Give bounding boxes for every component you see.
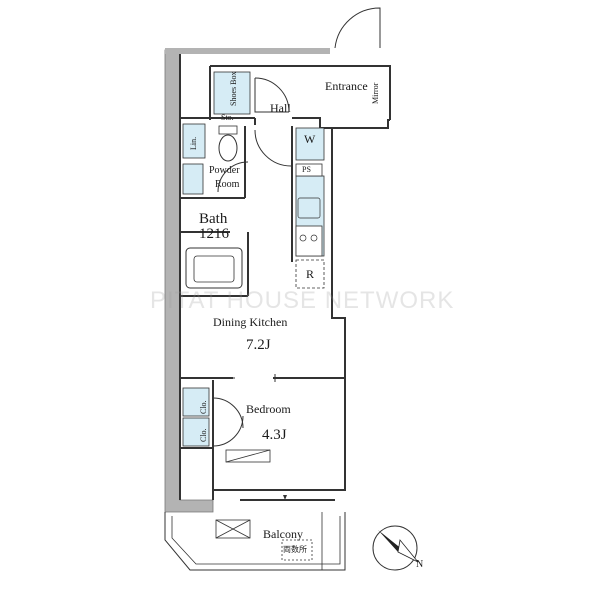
bath-label: Bath — [199, 211, 228, 227]
entrance-label: Entrance — [325, 79, 368, 93]
sink-fixture — [182, 163, 204, 195]
fixtures — [182, 71, 325, 447]
bedroom-ac — [225, 449, 271, 463]
compass-icon — [372, 525, 419, 571]
pipe-space — [295, 163, 323, 177]
bath-size-label: 1216 — [199, 226, 229, 242]
bedroom-size: 4.3J — [262, 427, 287, 443]
linen-label: Lin. — [189, 136, 198, 150]
compass-label: N — [416, 559, 424, 570]
refrigerator-label: R — [306, 267, 315, 281]
watermark: PITAT HOUSE NETWORK — [150, 287, 455, 314]
dining-kitchen-label: Dining Kitchen — [213, 315, 288, 329]
closet-bottom-fixture — [182, 417, 210, 447]
refrigerator-space — [295, 259, 325, 289]
pipe-space-label: PS — [302, 165, 311, 174]
balcony-sub-label: 両数所 — [283, 545, 307, 554]
shoes-box-label: Shoes Box — [229, 71, 238, 106]
shoes-box-fixture — [213, 71, 251, 115]
closet-top-label: Clo. — [199, 400, 208, 414]
stove — [295, 225, 323, 257]
storage-label: Sto. — [221, 113, 234, 122]
balcony-outline — [164, 512, 346, 571]
top-wall — [165, 48, 330, 54]
powder-room-label-2: Room — [215, 179, 240, 190]
closet-bottom-label: Clo. — [199, 428, 208, 442]
washer-label: W — [304, 132, 316, 146]
powder-room-label-1: Powder — [209, 165, 240, 176]
bedroom-label: Bedroom — [246, 402, 291, 416]
toilet — [218, 134, 238, 162]
door-arcs — [212, 7, 381, 447]
closet-top-fixture — [182, 387, 210, 417]
bathtub — [185, 247, 243, 289]
balcony-label: Balcony — [263, 527, 303, 541]
washer-fixture — [295, 127, 325, 161]
linen-fixture — [182, 123, 206, 159]
hall-label: Hall — [270, 101, 291, 115]
dining-kitchen-size: 7.2J — [246, 337, 271, 353]
mirror-label: Mirror — [371, 82, 380, 104]
